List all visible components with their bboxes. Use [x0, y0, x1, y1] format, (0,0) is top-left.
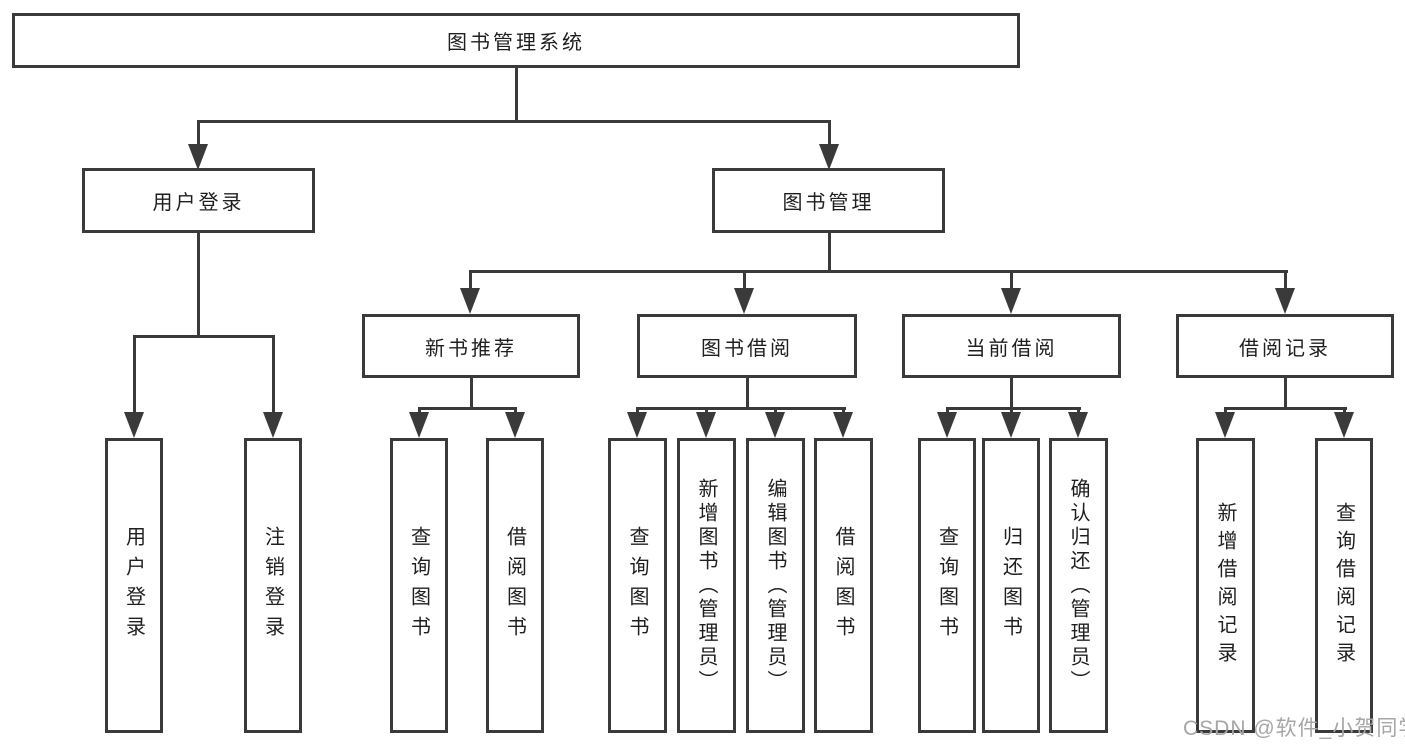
arrowhead-icon	[1001, 412, 1021, 438]
connector-drop	[828, 120, 831, 146]
leaf-confirm-return-admin: 确认归还（管理员）	[1049, 438, 1108, 733]
arrowhead-icon	[1068, 412, 1088, 438]
connector-drop	[705, 407, 708, 415]
arrowhead-icon	[263, 412, 283, 438]
node-label: 图书管理	[782, 192, 875, 214]
connector-split	[133, 335, 275, 338]
arrowhead-icon	[765, 412, 785, 438]
node-label: 图书借阅	[701, 337, 793, 360]
connector-drop	[1224, 407, 1227, 415]
connector-split	[946, 407, 1081, 410]
arrowhead-icon	[188, 144, 208, 170]
connector-split	[469, 270, 1288, 273]
leaf-query-book-recommend: 查询图书	[390, 438, 448, 733]
leaf-borrow-book-recommend: 借阅图书	[486, 438, 544, 733]
node-label: 新书推荐	[425, 337, 517, 360]
leaf-query-book-borrow: 查询图书	[608, 438, 667, 733]
node-new-book-recommend: 新书推荐	[362, 314, 580, 378]
connector-drop	[636, 407, 639, 415]
leaf-edit-book-admin: 编辑图书（管理员）	[746, 438, 805, 733]
leaf-add-book-admin: 新增图书（管理员）	[677, 438, 736, 733]
arrowhead-icon	[937, 412, 957, 438]
node-user-login: 用户登录	[82, 168, 315, 233]
connector-drop	[469, 270, 472, 290]
leaf-borrow-book: 借阅图书	[814, 438, 873, 733]
connector-drop	[1343, 407, 1346, 415]
arrowhead-icon	[409, 412, 429, 438]
connector-stem	[1284, 378, 1287, 407]
node-label: 图书管理系统	[447, 32, 585, 54]
connector-drop	[743, 270, 746, 290]
arrowhead-icon	[1334, 412, 1354, 438]
arrowhead-icon	[1001, 288, 1021, 314]
connector-drop	[197, 120, 200, 146]
connector-stem	[470, 378, 473, 407]
connector-stem	[828, 233, 831, 270]
leaf-query-book-current: 查询图书	[918, 438, 976, 733]
node-label: 当前借阅	[965, 337, 1058, 360]
node-current-borrow: 当前借阅	[902, 314, 1121, 378]
connector-drop	[842, 407, 845, 415]
node-book-borrow: 图书借阅	[637, 314, 857, 378]
connector-split	[1224, 407, 1347, 410]
node-label: 借阅记录	[1239, 337, 1331, 360]
node-label: 用户登录	[152, 192, 245, 214]
connector-drop	[1010, 407, 1013, 415]
connector-drop	[418, 407, 421, 415]
arrowhead-icon	[1275, 288, 1295, 314]
connector-drop	[1077, 407, 1080, 415]
connector-stem	[197, 233, 200, 335]
arrowhead-icon	[505, 412, 525, 438]
arrowhead-icon	[734, 288, 754, 314]
leaf-add-borrow-record: 新增借阅记录	[1196, 438, 1255, 733]
connector-split	[636, 407, 846, 410]
connector-drop	[1010, 270, 1013, 290]
node-library-management-system: 图书管理系统	[12, 13, 1020, 68]
connector-drop	[774, 407, 777, 415]
arrowhead-icon	[1215, 412, 1235, 438]
connector-split	[418, 407, 517, 410]
leaf-query-borrow-record: 查询借阅记录	[1315, 438, 1373, 733]
csdn-watermark: CSDN @软件_小贺同学	[1183, 717, 1405, 740]
arrowhead-icon	[833, 412, 853, 438]
connector-drop	[133, 335, 136, 414]
arrowhead-icon	[696, 412, 716, 438]
connector-drop	[946, 407, 949, 415]
connector-root-split	[197, 120, 831, 123]
connector-root-stem	[515, 67, 518, 120]
node-book-management: 图书管理	[712, 168, 945, 233]
arrowhead-icon	[124, 412, 144, 438]
leaf-user-login: 用户登录	[105, 438, 163, 733]
connector-drop	[1284, 270, 1287, 290]
connector-drop	[514, 407, 517, 415]
node-borrow-records: 借阅记录	[1176, 314, 1394, 378]
arrowhead-icon	[460, 288, 480, 314]
connector-drop	[272, 335, 275, 414]
arrowhead-icon	[627, 412, 647, 438]
arrowhead-icon	[819, 144, 839, 170]
leaf-logout-login: 注销登录	[244, 438, 302, 733]
connector-stem	[1010, 378, 1013, 407]
connector-stem	[746, 378, 749, 407]
leaf-return-book: 归还图书	[982, 438, 1040, 733]
